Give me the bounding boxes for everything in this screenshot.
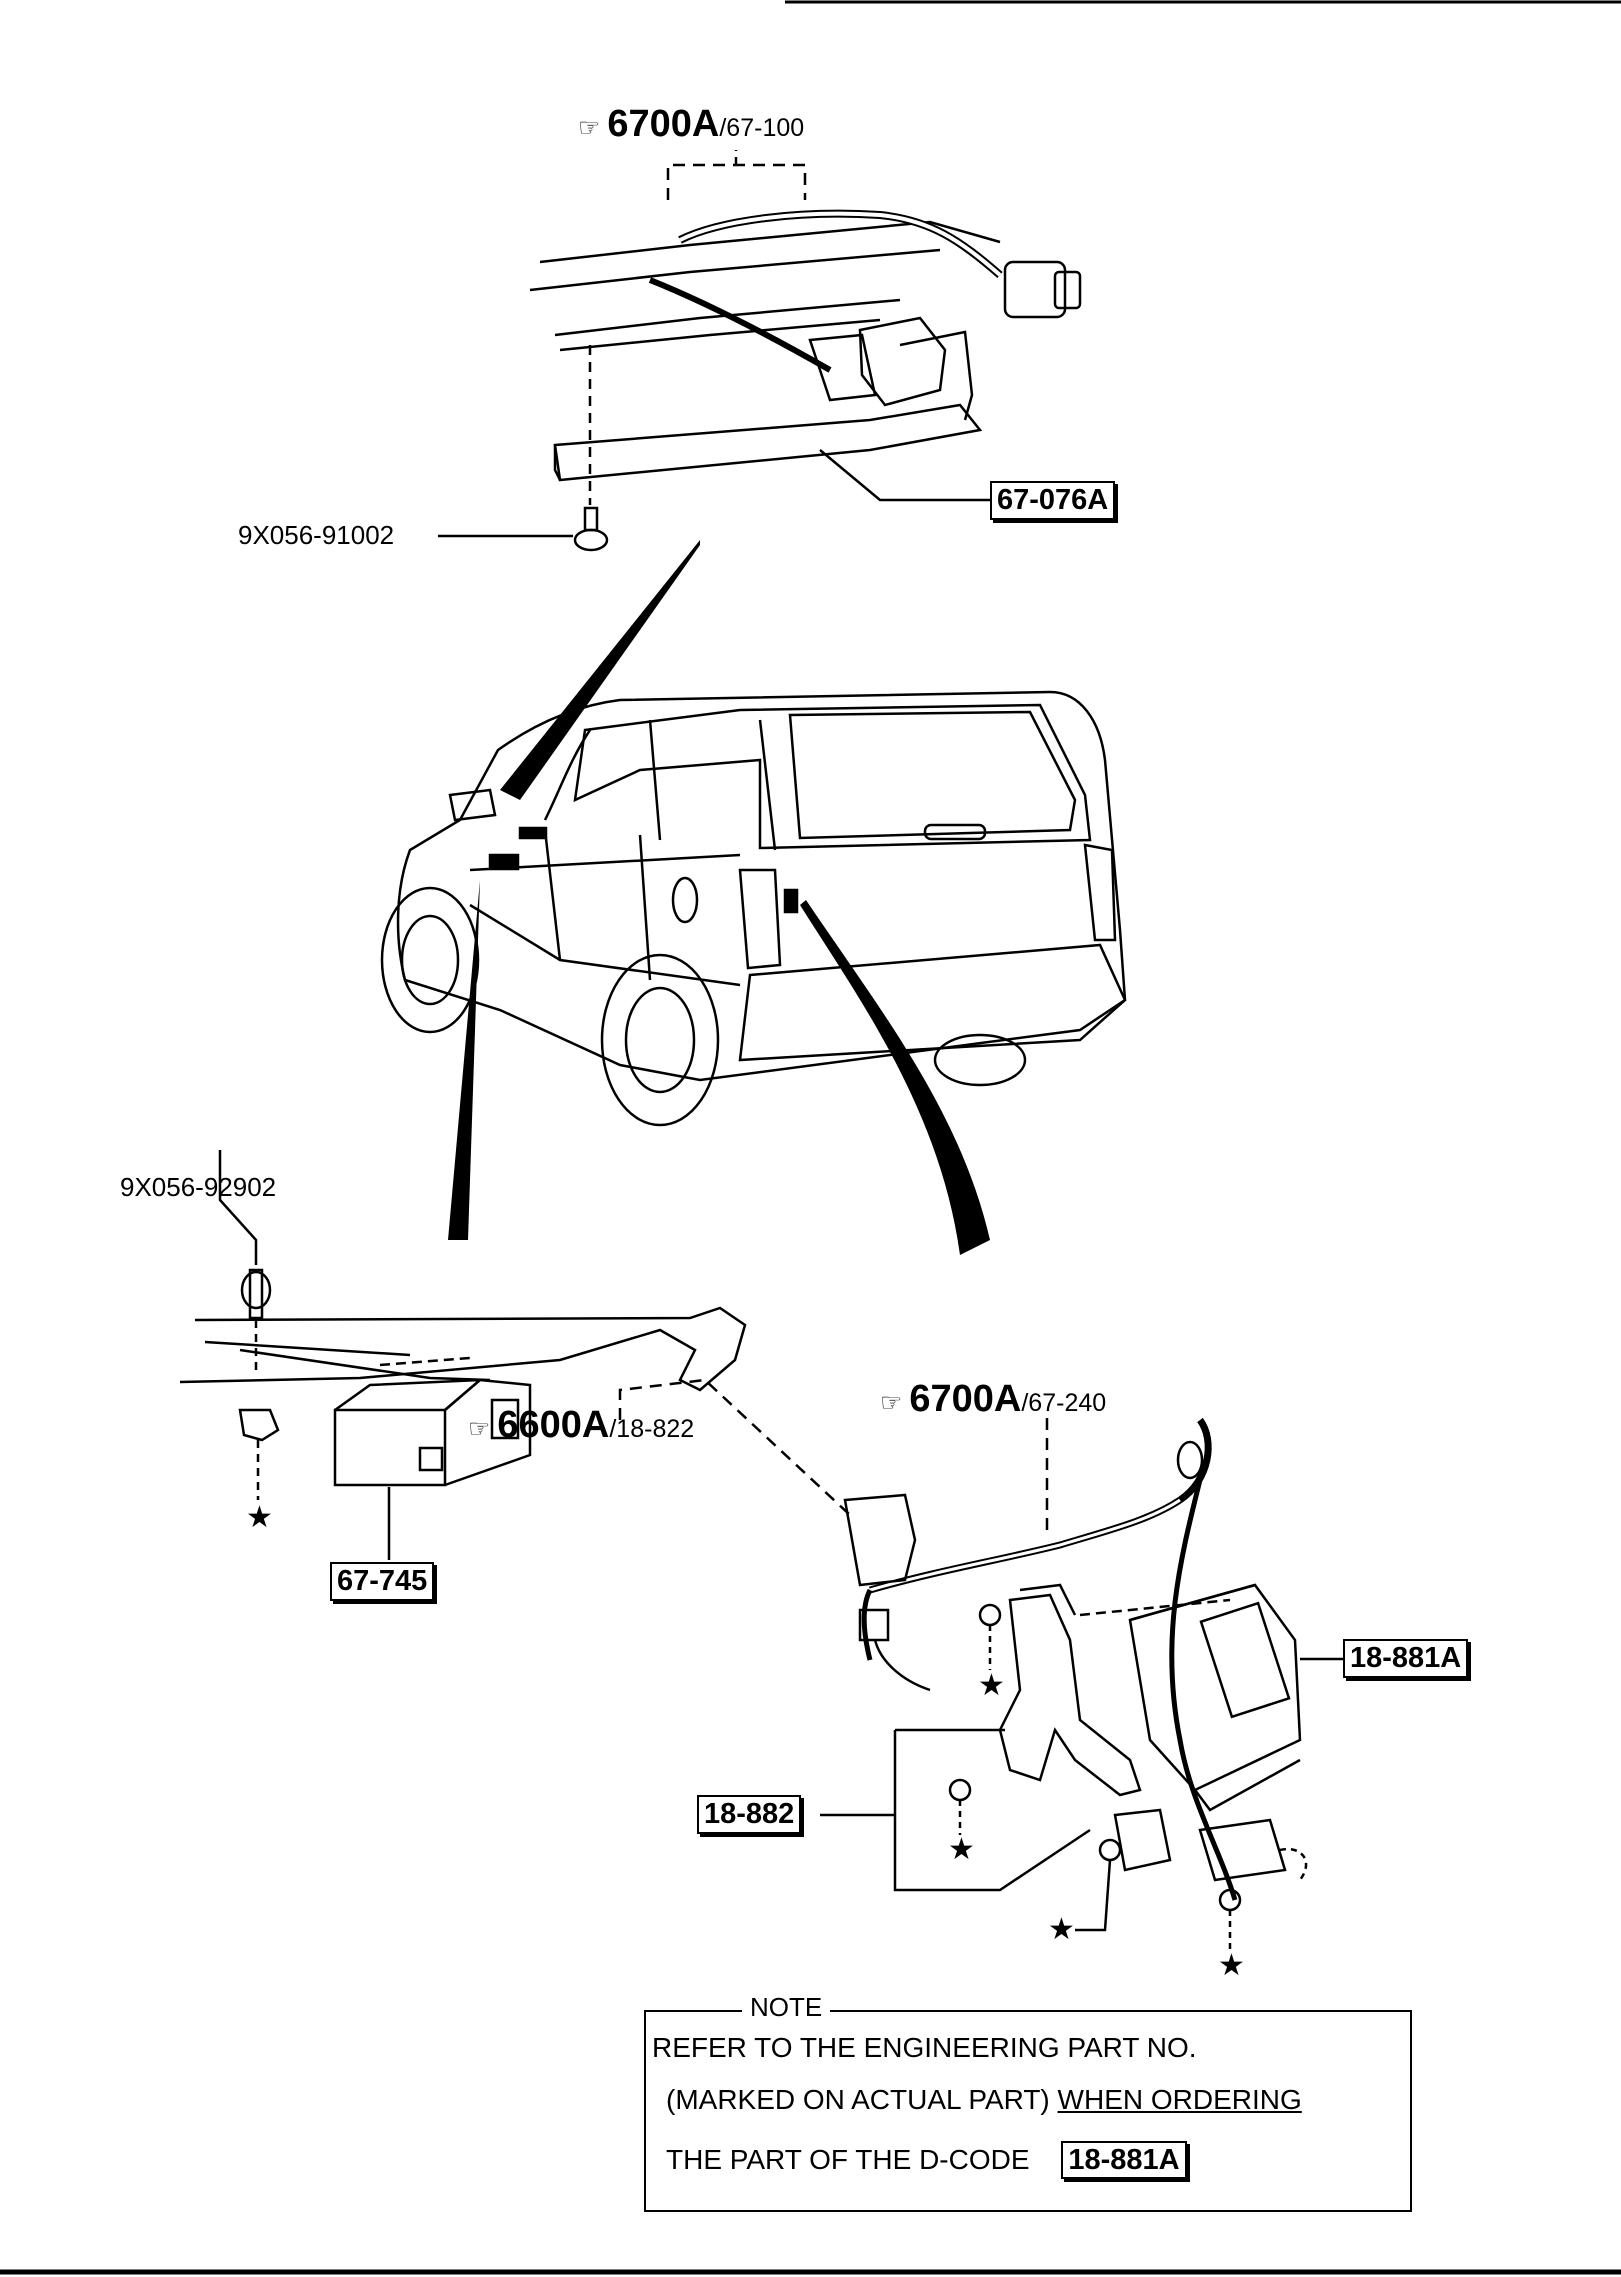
note-line-1: REFER TO THE ENGINEERING PART NO. [652,2032,1197,2063]
pointing-hand-icon: ☞ [578,114,601,142]
star-marker: ★ [978,1669,1005,1702]
note-line-3: THE PART OF THE D-CODE 18-881A [666,2141,1187,2179]
star-marker: ★ [1218,1949,1245,1982]
ref-page: /67-240 [1021,1389,1107,1417]
pointing-hand-icon: ☞ [468,1415,491,1443]
note-line-2a: (MARKED ON ACTUAL PART) [666,2084,1058,2115]
ref-page: /67-100 [719,114,805,142]
ref-code: 6600A [497,1404,610,1446]
ref-top-6700a[interactable]: ☞ 6700A/67-100 [578,103,804,146]
ref-page: /18-822 [609,1415,695,1443]
callout-18-882[interactable]: 18-882 [697,1795,802,1834]
ref-left-6600a[interactable]: ☞ 6600A/18-822 [468,1404,694,1447]
callout-67-076a[interactable]: 67-076A [990,481,1116,520]
callout-67-745[interactable]: 67-745 [330,1562,435,1601]
note-line-3-text: THE PART OF THE D-CODE [666,2144,1030,2175]
note-line-2b: WHEN ORDERING [1057,2084,1302,2115]
part-number-screw-top: 9X056-91002 [238,520,395,550]
note-code-18-881a[interactable]: 18-881A [1061,2141,1187,2179]
star-marker: ★ [246,1501,273,1534]
ref-code: 6700A [909,1378,1022,1420]
star-marker: ★ [1048,1913,1075,1946]
part-number-screw-left: 9X056-92902 [120,1172,277,1202]
star-marker: ★ [948,1833,975,1866]
ref-middle-6700a[interactable]: ☞ 6700A/67-240 [880,1378,1106,1421]
note-box: NOTE REFER TO THE ENGINEERING PART NO. (… [644,1992,1412,2212]
note-line-2: (MARKED ON ACTUAL PART) WHEN ORDERING [666,2084,1302,2116]
pointing-hand-icon: ☞ [880,1389,903,1417]
note-title: NOTE [742,1992,831,2023]
callout-18-881a[interactable]: 18-881A [1343,1639,1469,1678]
ref-code: 6700A [607,103,720,145]
